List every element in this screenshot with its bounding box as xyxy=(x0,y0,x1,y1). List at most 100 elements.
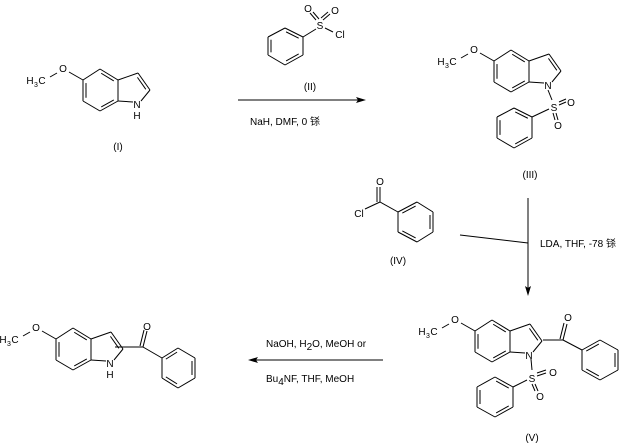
compound-V-sulfur: S xyxy=(529,374,536,385)
product-benzoyl-ring xyxy=(177,377,196,389)
double-bond xyxy=(552,112,556,121)
conditions-step-1: NaH, DMF, 0 铩 xyxy=(250,115,320,128)
double-bond-inner xyxy=(100,99,115,108)
compound-IV-ring xyxy=(416,201,434,213)
compound-III-sulfur: S xyxy=(551,103,558,114)
bond xyxy=(142,346,163,359)
bonds xyxy=(22,11,619,418)
bond xyxy=(324,27,334,33)
conditions-step-3-line-2-part-a: Bu xyxy=(266,374,278,385)
bond xyxy=(528,53,550,62)
double-bond xyxy=(312,11,320,20)
bond xyxy=(479,52,495,62)
bond xyxy=(441,323,450,329)
bond xyxy=(530,358,533,371)
compound-V-methyl-sub: 3 xyxy=(426,333,430,340)
compound-III-phenyl xyxy=(513,107,533,118)
compound-I-ring-bond xyxy=(99,100,119,112)
compound-II-oxygen-1: O xyxy=(304,4,312,15)
compound-I-methyl-sub: 3 xyxy=(34,82,38,89)
compound-II-ring xyxy=(284,54,304,66)
product-ring-bond xyxy=(55,359,74,371)
double-bond-inner xyxy=(100,72,115,82)
compound-I-ring-bond xyxy=(82,100,101,112)
compound-II-sulfur: S xyxy=(317,21,324,32)
double-bond xyxy=(531,383,536,392)
bond xyxy=(137,72,151,91)
double-bond xyxy=(320,11,329,19)
bond xyxy=(512,379,528,388)
arrowhead-1 xyxy=(356,97,366,103)
compound-III-methyl-H: H xyxy=(437,57,444,68)
bond xyxy=(302,28,317,38)
compound-II-oxygen-2: O xyxy=(331,6,339,17)
double-bond-inner xyxy=(402,205,416,214)
bond xyxy=(547,89,553,101)
double-bond-inner xyxy=(586,343,600,352)
double-bond-inner xyxy=(165,351,178,360)
bond xyxy=(536,372,547,377)
double-bond xyxy=(558,98,567,103)
compound-III-ring-bond xyxy=(493,49,512,62)
double-bond-inner xyxy=(165,376,178,385)
bond xyxy=(558,101,567,106)
compound-label-V: (V) xyxy=(525,433,538,444)
product-ring-bond xyxy=(72,359,92,371)
compound-V-phenyl xyxy=(494,406,514,418)
double-bond-inner xyxy=(137,77,147,90)
bond xyxy=(113,348,124,361)
compound-III-phenyl xyxy=(496,137,515,149)
compound-II-chlorine: Cl xyxy=(335,30,344,41)
bond xyxy=(379,201,399,213)
compound-V-sulfonyl-oxygen-2: O xyxy=(536,392,544,403)
compound-I-methyl-C: C xyxy=(38,76,45,87)
compound-label-III: (III) xyxy=(523,170,538,181)
double-bond xyxy=(139,329,145,347)
double-bond-inner xyxy=(285,31,299,39)
bond xyxy=(90,331,112,340)
bond xyxy=(117,72,139,81)
compound-III-phenyl xyxy=(496,107,515,118)
bond xyxy=(140,89,151,102)
product-carbonyl-oxygen: O xyxy=(143,322,151,333)
bond xyxy=(142,330,148,348)
compound-III-ring-bond xyxy=(493,81,512,93)
bond xyxy=(548,53,562,72)
compound-IV-chlorine: Cl xyxy=(354,209,363,220)
double-bond-inner xyxy=(492,323,507,333)
product-nh-hydrogen: H xyxy=(106,370,113,381)
compound-V-benzoyl-ring xyxy=(599,369,619,381)
compound-III-nitrogen: N xyxy=(544,81,551,92)
bond xyxy=(364,201,381,210)
compound-V-phenyl xyxy=(476,406,496,418)
compound-I-methyl-H: H xyxy=(26,76,33,87)
bond xyxy=(22,331,31,337)
compound-II-ring xyxy=(267,54,286,66)
bond xyxy=(460,322,476,332)
product-methyl-H: H xyxy=(0,335,7,346)
compound-IV-ring xyxy=(397,231,418,243)
bond xyxy=(460,53,469,59)
conditions-step-3-line-1-subscript: 2 xyxy=(307,342,313,353)
conditions-step-2: LDA, THF, -78 铩 xyxy=(540,237,616,250)
double-bond xyxy=(559,322,565,340)
compound-V-phenyl xyxy=(476,376,496,388)
bond xyxy=(534,383,539,392)
conditions-step-3-line-2-part-b: NF, THF, MeOH xyxy=(284,374,354,385)
compound-III-methoxy-oxygen: O xyxy=(470,45,478,56)
arrowhead-3 xyxy=(248,357,258,363)
double-bond xyxy=(536,369,547,374)
bond xyxy=(322,13,331,21)
bond xyxy=(309,12,317,21)
bond xyxy=(41,330,57,340)
product-benzoyl-ring xyxy=(161,377,179,389)
conditions-step-3-line-1-part-b: O, MeOH or xyxy=(312,339,367,350)
bond xyxy=(551,70,562,83)
double-bond-inner xyxy=(514,136,529,145)
reagent-label-II: (II) xyxy=(304,82,316,93)
compound-V-methoxy-oxygen: O xyxy=(451,315,459,326)
compound-III-ring-bond xyxy=(510,81,530,93)
bond xyxy=(509,351,526,354)
